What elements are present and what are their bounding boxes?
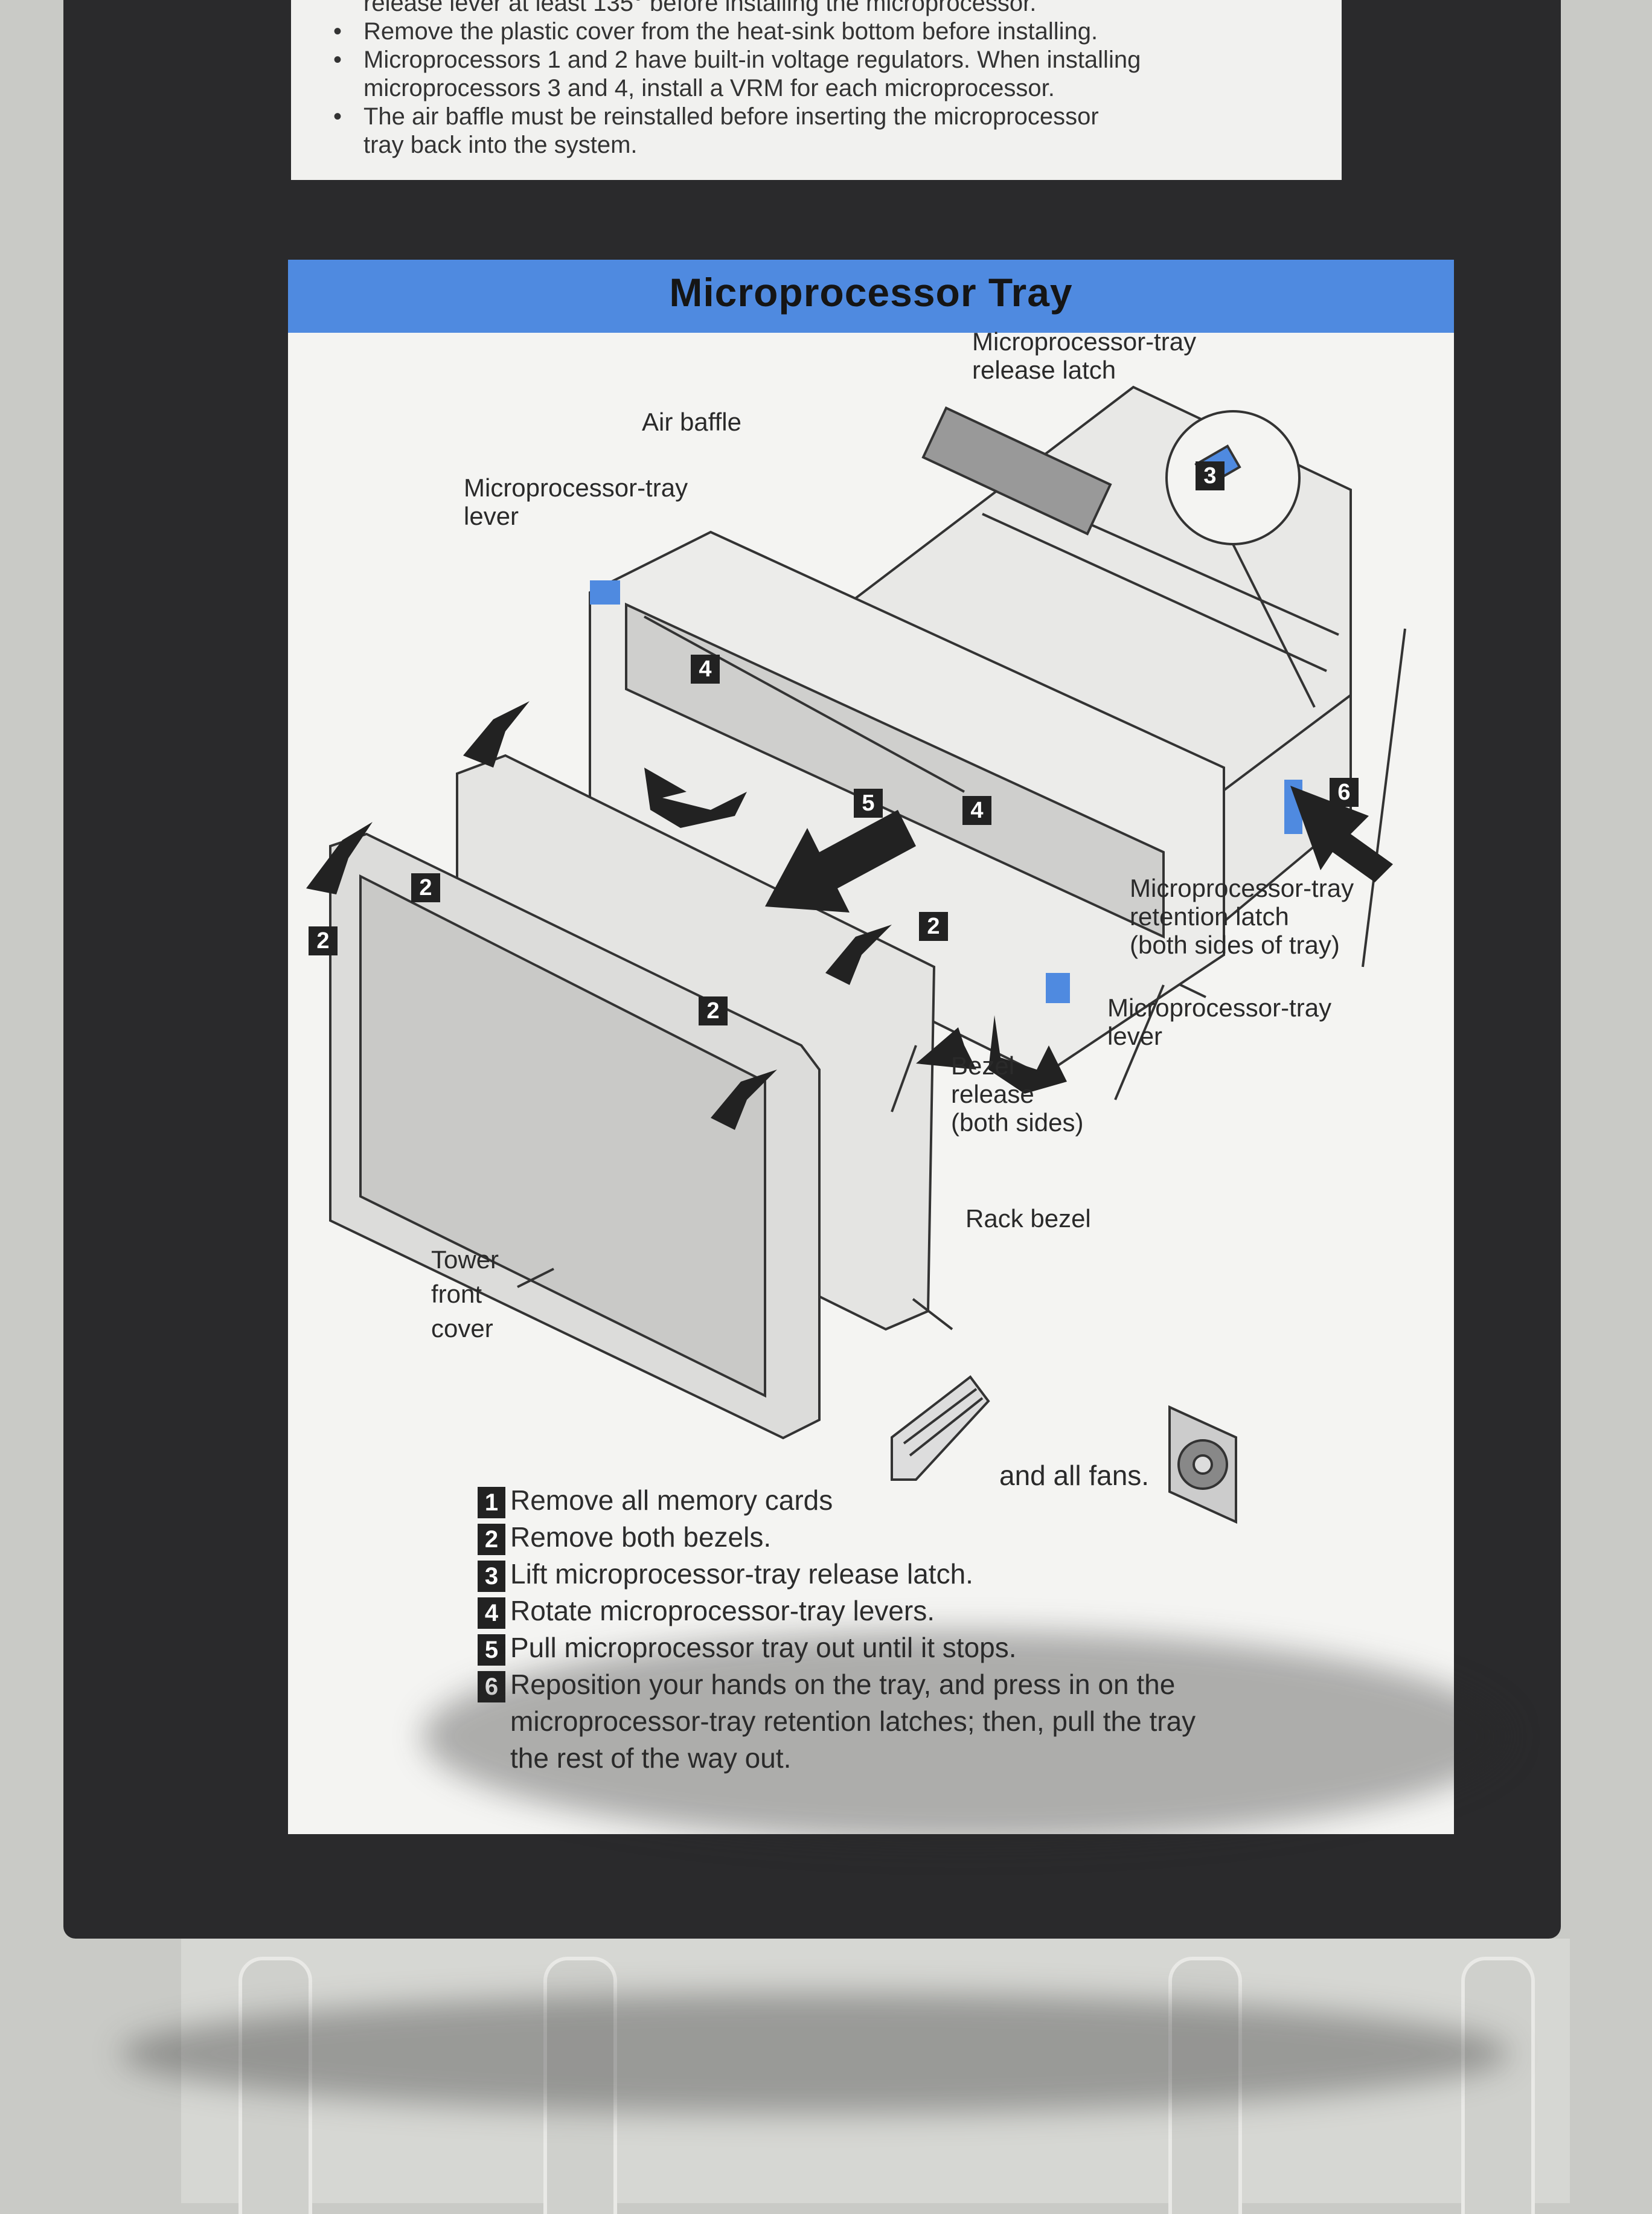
label-title: Microprocessor Tray — [669, 270, 1073, 315]
memory-card-icon — [891, 1375, 990, 1481]
installation-notes-label: release lever at least 135° before insta… — [291, 0, 1342, 180]
smudge — [121, 1993, 1510, 2114]
air-baffle — [921, 406, 1112, 536]
step-badge: 4 — [691, 655, 720, 684]
note-bullet: The air baffle must be reinstalled befor… — [333, 103, 1342, 131]
removal-diagram — [306, 385, 1406, 1440]
step-badge: 2 — [919, 912, 948, 941]
callout-rack-bezel: Rack bezel — [965, 1204, 1091, 1233]
chassis-slot — [239, 1957, 312, 2214]
bezel-arrow-icon — [711, 1070, 777, 1130]
lever-right-icon — [1046, 973, 1070, 1003]
step-badge: 2 — [309, 926, 338, 955]
lever-left-icon — [590, 580, 620, 605]
microprocessor-tray-label: Microprocessor Tray — [288, 260, 1454, 1834]
callout-air-baffle: Air baffle — [642, 408, 741, 436]
lever-leader — [644, 615, 965, 793]
release-latch-detail — [1165, 410, 1301, 545]
press-arrow-icon — [1290, 786, 1393, 882]
note-partial-line: release lever at least 135° before insta… — [363, 0, 1037, 16]
and-all-fans-text: and all fans. — [999, 1460, 1150, 1491]
step-badge: 2 — [699, 996, 728, 1025]
label-header: Microprocessor Tray — [288, 260, 1454, 333]
bezel-arrow-icon — [825, 925, 892, 985]
step-6-cont: the rest of the way out. — [510, 1742, 792, 1774]
rotate-arrow-icon — [988, 1015, 1067, 1094]
rotate-arrow-icon — [644, 768, 747, 828]
note-bullet-cont: microprocessors 3 and 4, install a VRM f… — [363, 75, 1055, 101]
pull-arrow-icon — [765, 810, 916, 913]
chassis-slot — [1461, 1957, 1535, 2214]
fan-icon — [1168, 1405, 1237, 1524]
step-badge: 4 — [962, 796, 991, 825]
bezel-arrow-icon — [463, 701, 530, 768]
chassis-slot — [543, 1957, 617, 2214]
step-badge: 3 — [1196, 461, 1225, 490]
step-badge: 2 — [411, 873, 440, 902]
smudge — [423, 1631, 1510, 1842]
bezel-arrow-icon — [916, 1027, 976, 1070]
step-badge: 5 — [854, 789, 883, 818]
step-6-cont: microprocessor-tray retention latches; t… — [510, 1705, 1196, 1737]
note-bullet: Remove the plastic cover from the heat-s… — [333, 18, 1342, 46]
note-bullet-cont: tray back into the system. — [363, 132, 638, 158]
bezel-arrow-icon — [306, 822, 373, 894]
step-badge: 6 — [1330, 778, 1359, 807]
chassis-slot — [1168, 1957, 1242, 2214]
note-bullet: Microprocessors 1 and 2 have built-in vo… — [333, 46, 1342, 74]
chassis-metal — [181, 1939, 1570, 2203]
